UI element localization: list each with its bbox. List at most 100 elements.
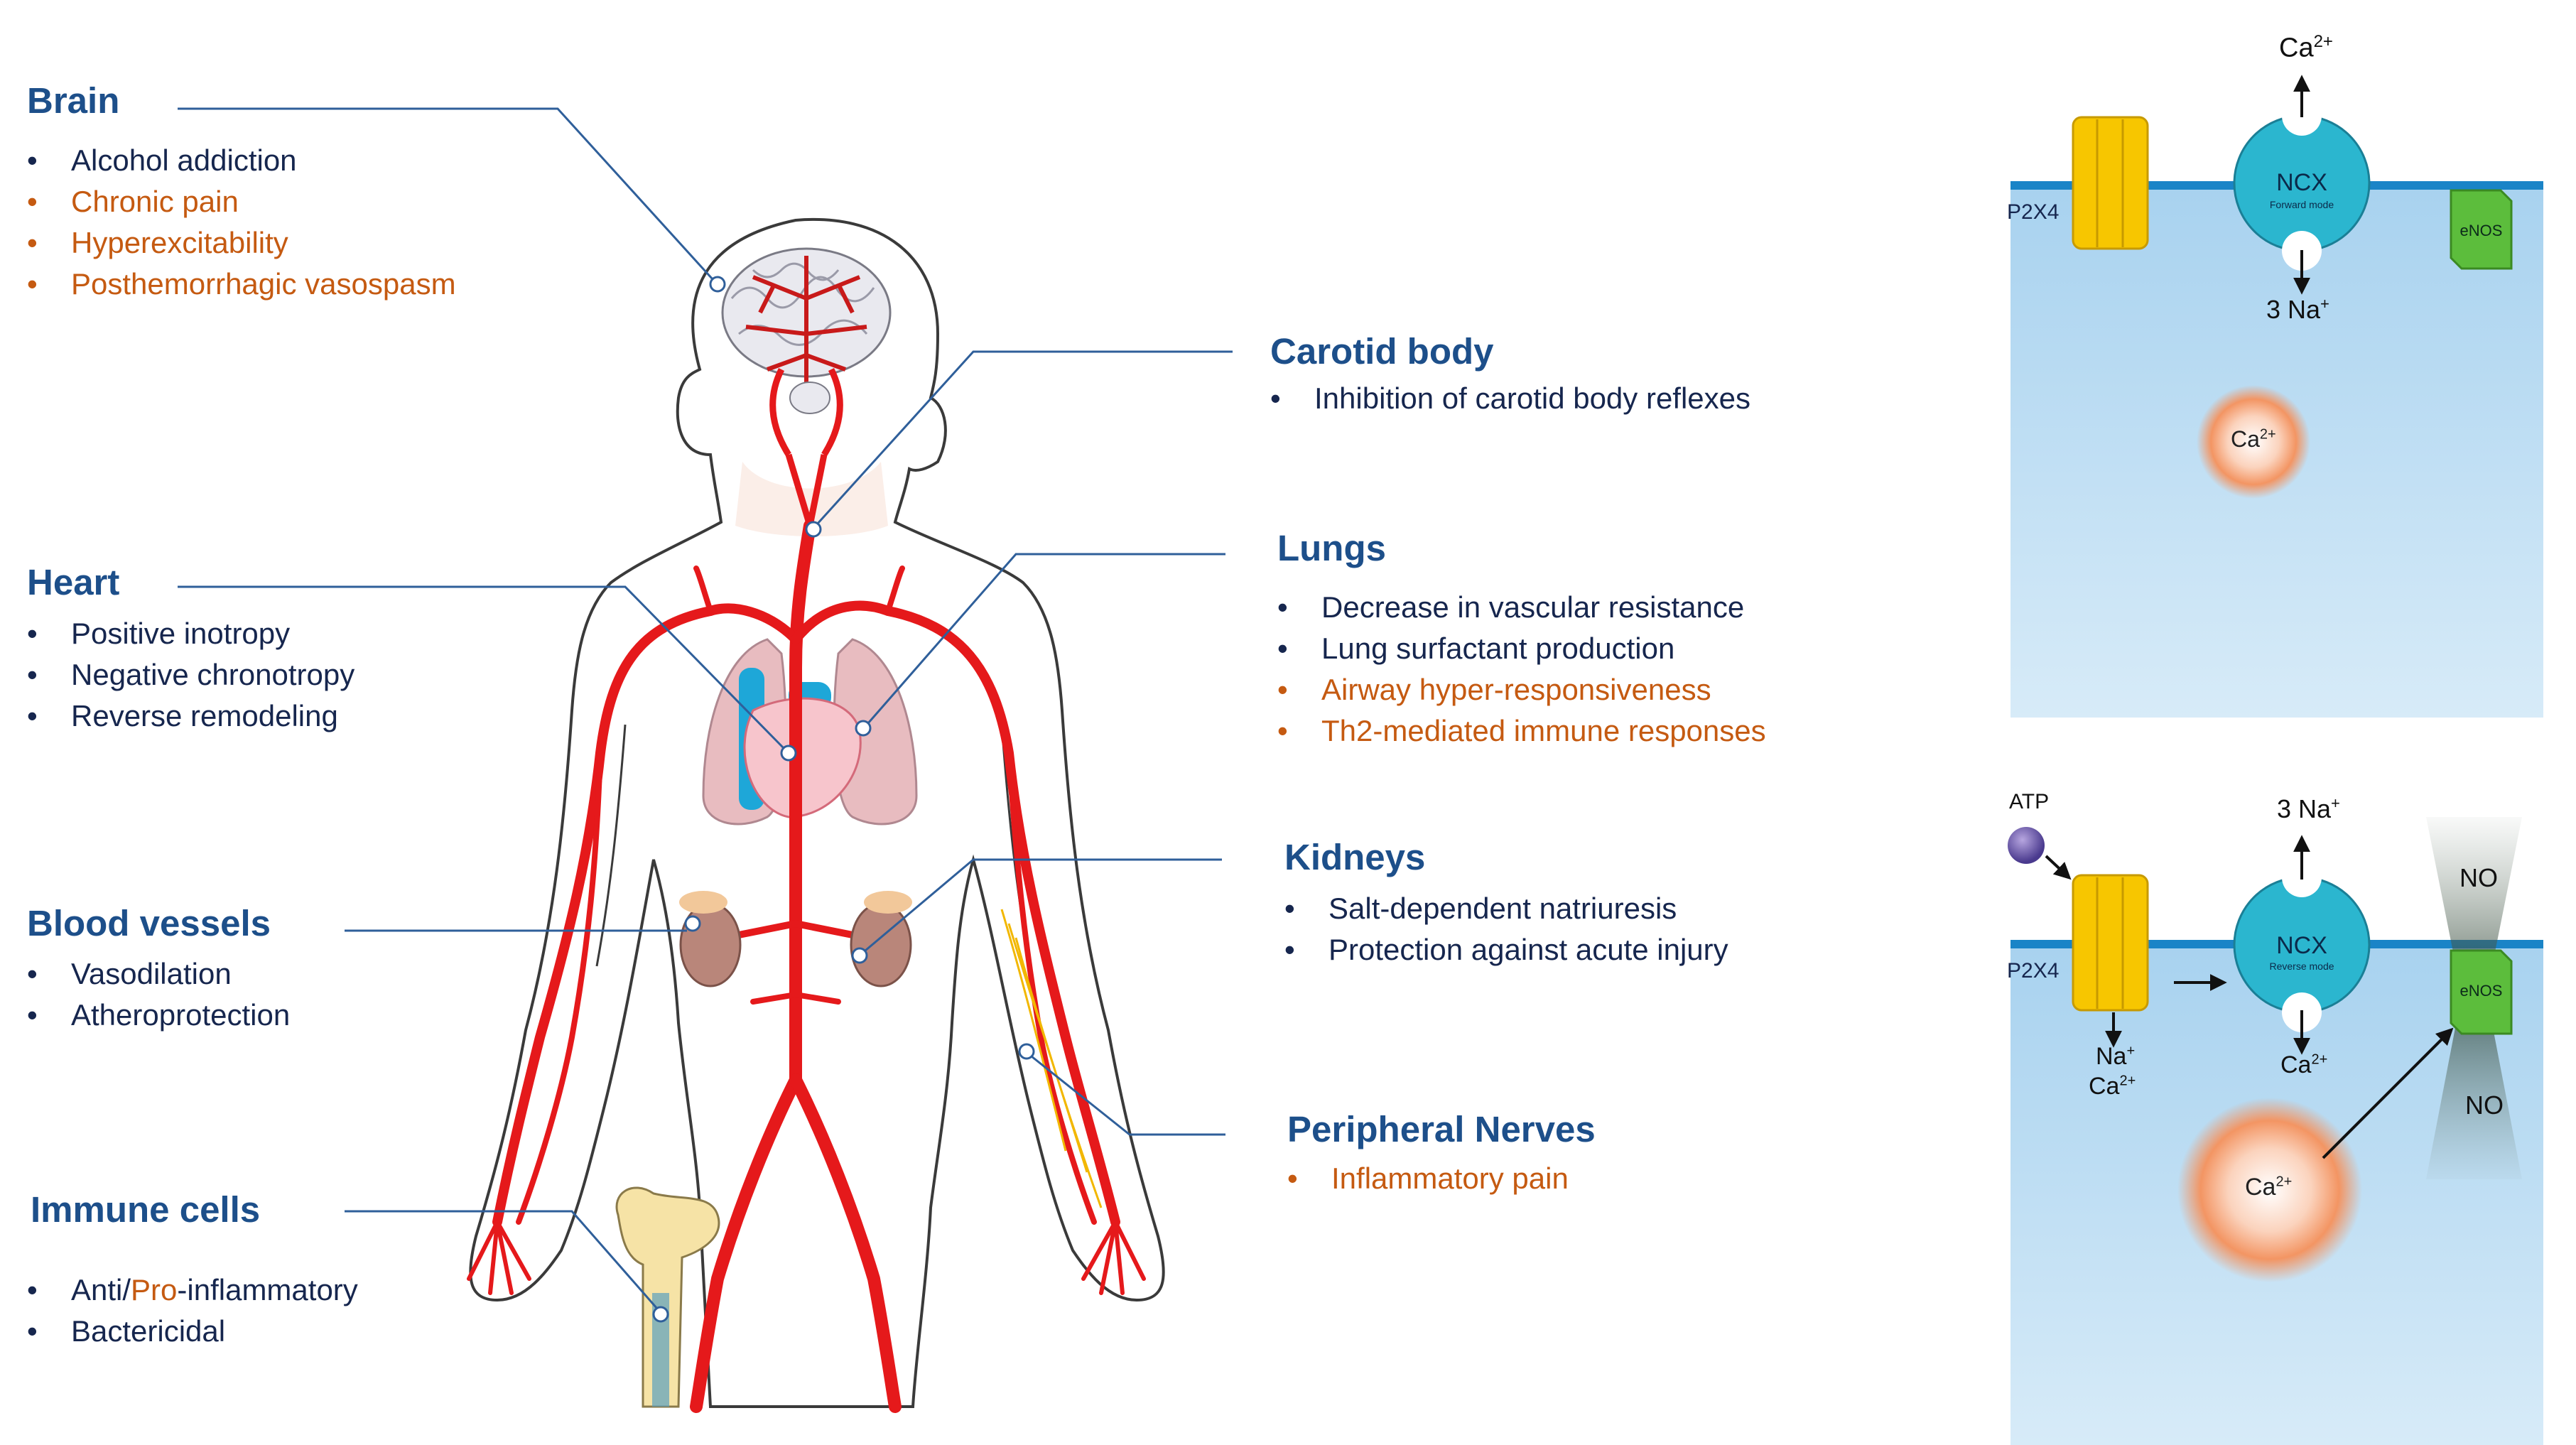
ca-charge: 2+ (2313, 32, 2333, 51)
heart-shape (743, 697, 862, 818)
arm-line (595, 724, 627, 967)
peripheral-nerves (1000, 909, 1103, 1208)
list-item: Vasodilation (27, 953, 290, 995)
callout-target-kidneys (851, 947, 868, 964)
heart-list: Positive inotropy Negative chronotropy R… (27, 613, 355, 737)
blood-vessels-title: Blood vessels (27, 903, 271, 943)
lungs-list: Decrease in vascular resistance Lung sur… (1277, 587, 1766, 752)
list-item: Bactericidal (27, 1311, 358, 1352)
ncx-ca-in-label: Ca2+ (2280, 1051, 2327, 1079)
atp-label: ATP (2009, 790, 2050, 813)
anti-label: Anti/ (71, 1273, 131, 1306)
calcium-glow (2177, 1098, 2362, 1282)
peripheral-nerves-title: Peripheral Nerves (1287, 1109, 1596, 1149)
peripheral-nerves-list: Inflammatory pain (1287, 1158, 1569, 1199)
callout-target-carotid (805, 521, 822, 538)
list-item: Atheroprotection (27, 995, 290, 1036)
list-item: Chronic pain (27, 181, 456, 222)
list-item: Inhibition of carotid body reflexes (1270, 378, 1750, 419)
callout-line-immune (345, 1210, 659, 1309)
na-charge: + (2320, 295, 2329, 313)
ncx-label: NCX (2276, 932, 2327, 959)
p2x4-channel (2072, 874, 2149, 1012)
p2x4-label: P2X4 (2007, 200, 2060, 224)
callout-target-heart (780, 745, 797, 762)
na-charge: + (2331, 794, 2340, 812)
callout-target-vessels (684, 915, 701, 932)
list-item: Negative chronotropy (27, 654, 355, 696)
kidneys-title: Kidneys (1284, 837, 1426, 877)
callout-target-nerves (1018, 1043, 1035, 1060)
calcium-glow (2197, 385, 2310, 499)
ca-charge: 2+ (2311, 1051, 2328, 1068)
callout-target-immune (652, 1306, 669, 1323)
human-body-illustration (467, 217, 1165, 1413)
kidneys-list: Salt-dependent natriuresis Protection ag… (1284, 888, 1728, 970)
pro-label: Pro (131, 1273, 178, 1306)
brain-list: Alcohol addiction Chronic pain Hyperexci… (27, 140, 456, 305)
head-arteries (769, 367, 843, 527)
p2x4-label: P2X4 (2007, 959, 2060, 983)
ca-text: Ca (2245, 1174, 2276, 1201)
blood-vessels-list: Vasodilation Atheroprotection (27, 953, 290, 1036)
immune-cells-title: Immune cells (31, 1189, 261, 1230)
list-item: Positive inotropy (27, 613, 355, 654)
enos-label: eNOS (2459, 982, 2503, 1000)
list-item: Protection against acute injury (1284, 929, 1728, 970)
callout-line-kidneys (865, 858, 1222, 952)
cerebellum (789, 381, 830, 414)
callout-lines (178, 107, 1233, 1309)
immune-cells-list: Anti/Pro-inflammatory Bactericidal (27, 1270, 358, 1352)
body-outline (469, 217, 1165, 1408)
callout-line-carotid (816, 350, 1233, 526)
list-item: Salt-dependent natriuresis (1284, 888, 1728, 929)
adrenal-gland (679, 891, 727, 914)
callout-line-nerves (1031, 1055, 1225, 1136)
right-kidney (850, 902, 912, 987)
p2x4-channel (2072, 116, 2149, 250)
ca-text: Ca (2280, 1051, 2312, 1078)
carotid-body-list: Inhibition of carotid body reflexes (1270, 378, 1750, 419)
arrow-ca-to-enos (2322, 1027, 2454, 1159)
no-label-top: NO (2459, 863, 2498, 892)
ncx-mode-label: Reverse mode (2269, 960, 2334, 972)
neck-shadow (735, 462, 888, 536)
ca-in-label: Ca2+ (2089, 1073, 2136, 1100)
ca-charge: 2+ (2275, 1174, 2293, 1190)
carotid-body-title: Carotid body (1270, 331, 1494, 372)
callout-line-lungs (867, 553, 1225, 724)
list-item: Inflammatory pain (1287, 1158, 1569, 1199)
no-cone-top (2426, 817, 2522, 995)
ca-charge: 2+ (2119, 1073, 2136, 1089)
na-text: Na (2096, 1043, 2127, 1070)
brain-vessels (745, 256, 867, 384)
list-item: Airway hyper-responsiveness (1277, 669, 1766, 710)
ca-out-label: Ca2+ (2279, 32, 2333, 64)
adrenal-gland (864, 891, 912, 914)
no-cone-bottom (2426, 995, 2522, 1179)
callout-target-lungs (855, 720, 872, 737)
atp-molecule (2008, 827, 2045, 864)
na-text: 3 Na (2266, 295, 2321, 324)
list-item: Posthemorrhagic vasospasm (27, 264, 456, 305)
ca-text: Ca (2279, 33, 2314, 63)
ca-text: Ca (2089, 1073, 2120, 1100)
ca-text: Ca (2231, 426, 2260, 452)
ca-cyto-label: Ca2+ (2245, 1174, 2292, 1201)
brain-title: Brain (27, 80, 120, 121)
callout-line-brain (178, 107, 714, 281)
arterial-tree (467, 519, 1146, 1413)
ca-cyto-label: Ca2+ (2231, 426, 2276, 453)
list-item: Hyperexcitability (27, 222, 456, 264)
list-item: Lung surfactant production (1277, 628, 1766, 669)
list-item: Th2-mediated immune responses (1277, 710, 1766, 752)
enos-label: eNOS (2459, 222, 2503, 239)
no-label-bottom: NO (2465, 1090, 2504, 1120)
na-in-label: Na+ (2096, 1043, 2135, 1071)
na-charge: + (2126, 1043, 2136, 1059)
brain-folds (730, 262, 875, 346)
arrow-atp (2045, 855, 2072, 880)
inflammatory-label: -inflammatory (177, 1273, 358, 1306)
cell-panel-reverse (2008, 817, 2543, 1445)
cell-panel-forward (2011, 75, 2543, 718)
